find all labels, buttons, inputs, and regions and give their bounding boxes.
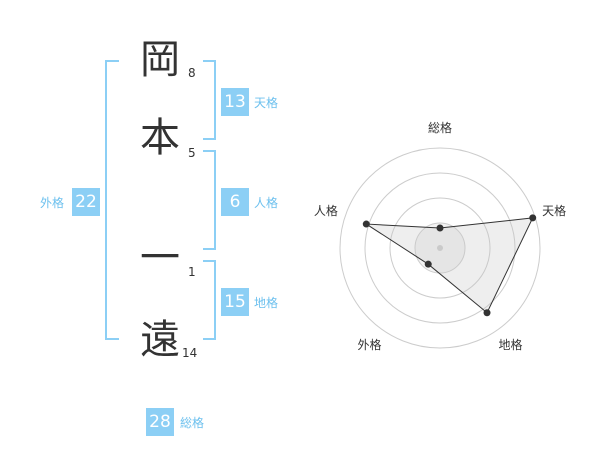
chikaku-label: 地格	[254, 296, 279, 310]
jinkaku-value: 6	[221, 188, 249, 216]
radar-point-1	[436, 224, 444, 232]
radar-axis-label-4: 外格	[357, 337, 381, 352]
radar-ring	[389, 197, 491, 299]
radar-point-3	[483, 309, 491, 317]
jinkaku-label: 人格	[254, 196, 279, 210]
radar-point-2	[529, 214, 537, 222]
name-char-4: 遠	[140, 317, 180, 363]
chikaku-value: 15	[221, 288, 249, 316]
radar-axis-label-1: 総格	[428, 120, 452, 135]
radar-point-5	[362, 220, 370, 228]
chikaku-bracket	[203, 260, 216, 340]
radar-axis-label-3: 地格	[499, 337, 523, 352]
radar-ring	[364, 172, 516, 324]
name-char-2: 本	[140, 115, 180, 161]
tenkaku-value: 13	[221, 88, 249, 116]
tenkaku-bracket	[203, 60, 216, 140]
gaikaku-value: 22	[72, 188, 100, 216]
name-char-1: 岡	[140, 37, 180, 83]
stroke-count-2: 5	[188, 146, 196, 160]
stroke-count-3: 1	[188, 265, 196, 279]
radar-ring	[339, 147, 541, 349]
gaikaku-bracket	[105, 60, 119, 340]
soukaku-value: 28	[146, 408, 174, 436]
stroke-count-4: 14	[182, 346, 198, 360]
tenkaku-label: 天格	[254, 96, 279, 110]
gaikaku-label: 外格	[40, 196, 65, 210]
radar-area	[364, 217, 534, 314]
name-char-3: 一	[140, 235, 180, 281]
radar-point-4	[424, 260, 432, 268]
jinkaku-bracket	[203, 150, 216, 250]
radar-center	[437, 245, 443, 251]
stroke-count-1: 8	[188, 66, 196, 80]
radar-axis-label-5: 人格	[314, 203, 338, 218]
soukaku-label: 総格	[180, 416, 205, 430]
radar-axis-label-2: 天格	[542, 203, 566, 218]
